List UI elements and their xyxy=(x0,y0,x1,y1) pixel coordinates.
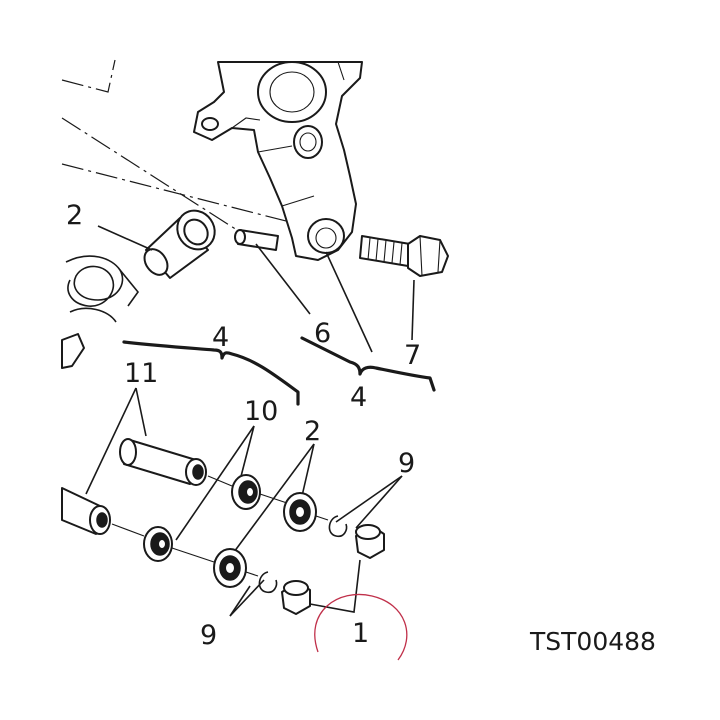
reference-code: TST00488 xyxy=(529,627,656,656)
guide-pin xyxy=(234,229,279,251)
axis-line-top xyxy=(61,59,116,93)
callout-11: 11 xyxy=(124,358,158,389)
callout-2-lower: 2 xyxy=(304,416,321,447)
callouts: 2 4 6 7 4 11 10 2 9 9 1 xyxy=(66,200,421,651)
leader-lines xyxy=(85,225,415,617)
edge-fragment xyxy=(61,333,85,369)
callout-2-upper: 2 xyxy=(66,200,83,231)
brace-right xyxy=(300,336,436,392)
callout-7: 7 xyxy=(404,340,421,371)
callout-9-upper: 9 xyxy=(398,448,415,479)
callout-1: 1 xyxy=(352,618,369,649)
callout-4-left: 4 xyxy=(212,322,229,353)
callout-9-lower: 9 xyxy=(200,620,217,651)
highlight-circle xyxy=(314,593,408,661)
lower-exploded-parts xyxy=(61,438,385,615)
caliper-housing xyxy=(193,61,363,261)
callout-6: 6 xyxy=(314,318,331,349)
spring xyxy=(65,255,140,323)
axis-lines xyxy=(61,59,291,247)
callout-10: 10 xyxy=(244,396,278,427)
callout-4-right: 4 xyxy=(350,382,367,413)
axis-line-lower xyxy=(61,163,291,223)
clip-lower xyxy=(258,571,278,594)
clip-upper xyxy=(328,515,348,538)
mounting-bolt xyxy=(359,235,449,277)
brace-left xyxy=(122,340,300,406)
upper-sleeve xyxy=(143,209,216,279)
axis-line-diagonal xyxy=(61,117,263,247)
